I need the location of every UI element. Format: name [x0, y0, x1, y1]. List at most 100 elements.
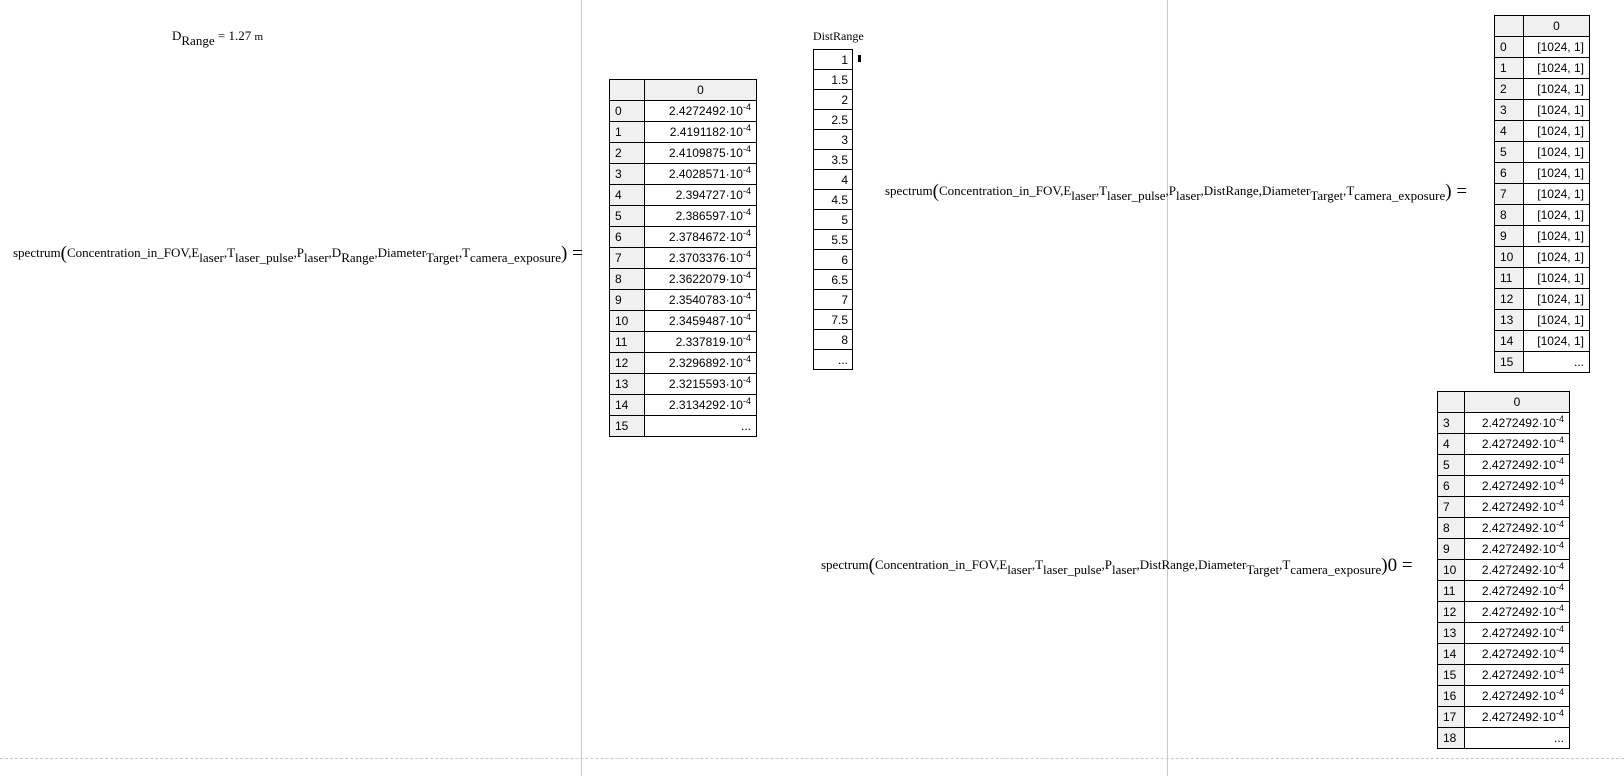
- arg-t-exposure-sub: camera_exposure: [1290, 562, 1382, 577]
- cell-value[interactable]: 2.4272492·10-4: [1464, 475, 1570, 497]
- cell-mantissa: 2.4272492·10: [1481, 647, 1556, 661]
- cell-value[interactable]: 2.4272492·10-4: [1464, 517, 1570, 539]
- cell-mantissa: 2.4272492·10: [1481, 605, 1556, 619]
- vector-cell[interactable]: 4: [813, 169, 853, 190]
- cell-value[interactable]: 2.3134292·10-4: [644, 394, 757, 416]
- spectrum-expression-3[interactable]: spectrum(Concentration_in_FOV,Elaser,Tla…: [821, 555, 1413, 577]
- cell-value[interactable]: 2.4272492·10-4: [1464, 706, 1570, 728]
- cell-value[interactable]: 2.3296892·10-4: [644, 352, 757, 374]
- cell-value[interactable]: [1024, 1]: [1523, 330, 1590, 352]
- cursor-marker: [858, 55, 861, 62]
- cell-value[interactable]: ...: [644, 415, 757, 437]
- cell-value[interactable]: 2.3622079·10-4: [644, 268, 757, 290]
- cell-value[interactable]: 2.4191182·10-4: [644, 121, 757, 143]
- cell-value[interactable]: [1024, 1]: [1523, 225, 1590, 247]
- cell-value[interactable]: 2.4272492·10-4: [1464, 454, 1570, 476]
- cell-value[interactable]: 2.4272492·10-4: [1464, 643, 1570, 665]
- cell-exponent: -4: [1555, 456, 1564, 466]
- cell-exponent: -4: [742, 228, 751, 238]
- vector-cell[interactable]: 2.5: [813, 109, 853, 130]
- vector-cell[interactable]: 4.5: [813, 189, 853, 210]
- vector-cell[interactable]: 5.5: [813, 229, 853, 250]
- cell-value[interactable]: 2.337819·10-4: [644, 331, 757, 353]
- arg-t-exposure-sub: camera_exposure: [470, 250, 561, 265]
- vector-cell[interactable]: 7: [813, 289, 853, 310]
- arg-d: D: [331, 245, 342, 260]
- cell-value[interactable]: 2.394727·10-4: [644, 184, 757, 206]
- vector-cell[interactable]: 6: [813, 249, 853, 270]
- vector-cell[interactable]: 6.5: [813, 269, 853, 290]
- spectrum-expression-1[interactable]: spectrum(Concentration_in_FOV,Elaser,Tla…: [13, 243, 583, 265]
- cell-value[interactable]: [1024, 1]: [1523, 120, 1590, 142]
- cell-value[interactable]: [1024, 1]: [1523, 183, 1590, 205]
- vector-cell[interactable]: 8: [813, 329, 853, 350]
- vector-cell[interactable]: 1: [813, 49, 853, 70]
- arg-t-exposure: T: [1346, 183, 1355, 198]
- cell-value[interactable]: [1024, 1]: [1523, 204, 1590, 226]
- table-row: 1: [813, 49, 853, 70]
- cell-value[interactable]: ...: [1523, 351, 1590, 373]
- cell-value[interactable]: [1024, 1]: [1523, 99, 1590, 121]
- cell-value[interactable]: 2.4272492·10-4: [1464, 601, 1570, 623]
- row-index: 8: [1494, 204, 1524, 226]
- cell-value[interactable]: [1024, 1]: [1523, 288, 1590, 310]
- cell-value[interactable]: 2.386597·10-4: [644, 205, 757, 227]
- row-index: 9: [609, 289, 645, 311]
- cell-value[interactable]: 2.4028571·10-4: [644, 163, 757, 185]
- cell-value[interactable]: 2.3540783·10-4: [644, 289, 757, 311]
- cell-value[interactable]: 2.4272492·10-4: [1464, 538, 1570, 560]
- cell-mantissa: 2.3784672·10: [668, 230, 743, 244]
- cell-value[interactable]: 2.4272492·10-4: [1464, 685, 1570, 707]
- vector-cell[interactable]: 1.5: [813, 69, 853, 90]
- column-header: 0: [1523, 15, 1590, 37]
- cell-value[interactable]: 2.3215593·10-4: [644, 373, 757, 395]
- result-matrix-2[interactable]: 0 0[1024, 1]1[1024, 1]2[1024, 1]3[1024, …: [1494, 15, 1590, 373]
- cell-value[interactable]: [1024, 1]: [1523, 36, 1590, 58]
- cell-value[interactable]: 2.3459487·10-4: [644, 310, 757, 332]
- cell-value[interactable]: 2.4272492·10-4: [1464, 412, 1570, 434]
- cell-value[interactable]: [1024, 1]: [1523, 141, 1590, 163]
- vector-cell[interactable]: 2: [813, 89, 853, 110]
- vector-cell[interactable]: 3.5: [813, 149, 853, 170]
- cell-value[interactable]: 2.3784672·10-4: [644, 226, 757, 248]
- vector-cell[interactable]: 7.5: [813, 309, 853, 330]
- cell-value[interactable]: ...: [1464, 727, 1570, 749]
- cell-value[interactable]: [1024, 1]: [1523, 309, 1590, 331]
- cell-value[interactable]: [1024, 1]: [1523, 57, 1590, 79]
- cell-value[interactable]: [1024, 1]: [1523, 78, 1590, 100]
- row-index: 2: [1494, 78, 1524, 100]
- cell-value[interactable]: 2.3703376·10-4: [644, 247, 757, 269]
- column-header: 0: [1464, 391, 1570, 413]
- table-row: 6[1024, 1]: [1494, 162, 1590, 184]
- cell-exponent: -4: [1555, 561, 1564, 571]
- vector-cell[interactable]: 3: [813, 129, 853, 150]
- cell-value[interactable]: 2.4272492·10-4: [1464, 496, 1570, 518]
- cell-value[interactable]: [1024, 1]: [1523, 246, 1590, 268]
- vector-cell[interactable]: ...: [813, 349, 853, 370]
- d-range-definition[interactable]: DRange = 1.27 m: [172, 28, 263, 47]
- row-index: 10: [609, 310, 645, 332]
- cell-value[interactable]: 2.4272492·10-4: [1464, 580, 1570, 602]
- cell-value[interactable]: [1024, 1]: [1523, 267, 1590, 289]
- cell-value[interactable]: 2.4272492·10-4: [1464, 622, 1570, 644]
- cell-value[interactable]: 2.4272492·10-4: [1464, 664, 1570, 686]
- spectrum-expression-2[interactable]: spectrum(Concentration_in_FOV,Elaser,Tla…: [885, 181, 1468, 203]
- cell-exponent: -4: [1555, 582, 1564, 592]
- cell-value[interactable]: 2.4272492·10-4: [1464, 559, 1570, 581]
- cell-value[interactable]: 2.4272492·10-4: [1464, 433, 1570, 455]
- cell-value[interactable]: 2.4109875·10-4: [644, 142, 757, 164]
- cell-value[interactable]: 2.4272492·10-4: [644, 100, 757, 122]
- vector-cell[interactable]: 5: [813, 209, 853, 230]
- close-paren-equals: ) =: [560, 243, 583, 264]
- cell-value[interactable]: [1024, 1]: [1523, 162, 1590, 184]
- cell-mantissa: 2.4272492·10: [1481, 479, 1556, 493]
- row-index: 1: [1494, 57, 1524, 79]
- cell-mantissa: 2.4272492·10: [1481, 626, 1556, 640]
- cell-mantissa: 2.4272492·10: [668, 104, 743, 118]
